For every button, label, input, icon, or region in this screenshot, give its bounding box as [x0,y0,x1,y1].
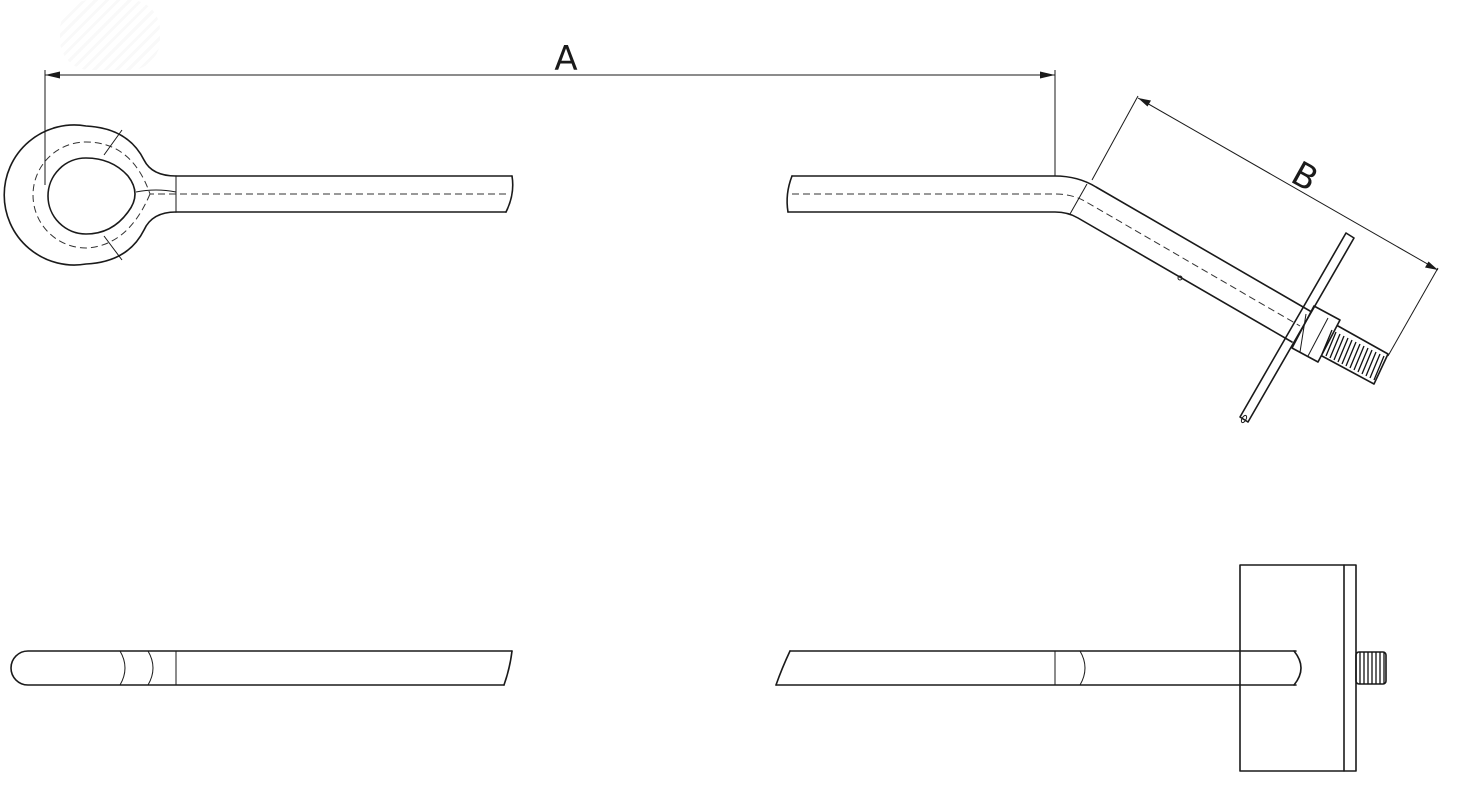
side-rod-right [775,650,1302,686]
threaded-end-side [1355,651,1387,685]
rod-segment-right [786,175,1311,343]
anchor-plate-tilted [1239,232,1355,424]
side-rod-left [10,650,513,686]
dimension-b-label: B [1285,154,1325,200]
dimension-a: A [44,39,1056,185]
rod-segment-left [175,175,514,213]
anchor-plate-side [1239,564,1357,772]
nut-tilted [1291,305,1341,363]
dimension-b: B [1091,95,1439,357]
threaded-end-tilted [1321,325,1389,385]
eye-loop [3,124,177,266]
top-view: A [3,39,1439,424]
side-view [10,564,1387,772]
watermark [60,0,160,70]
dimension-a-label: A [554,39,577,79]
